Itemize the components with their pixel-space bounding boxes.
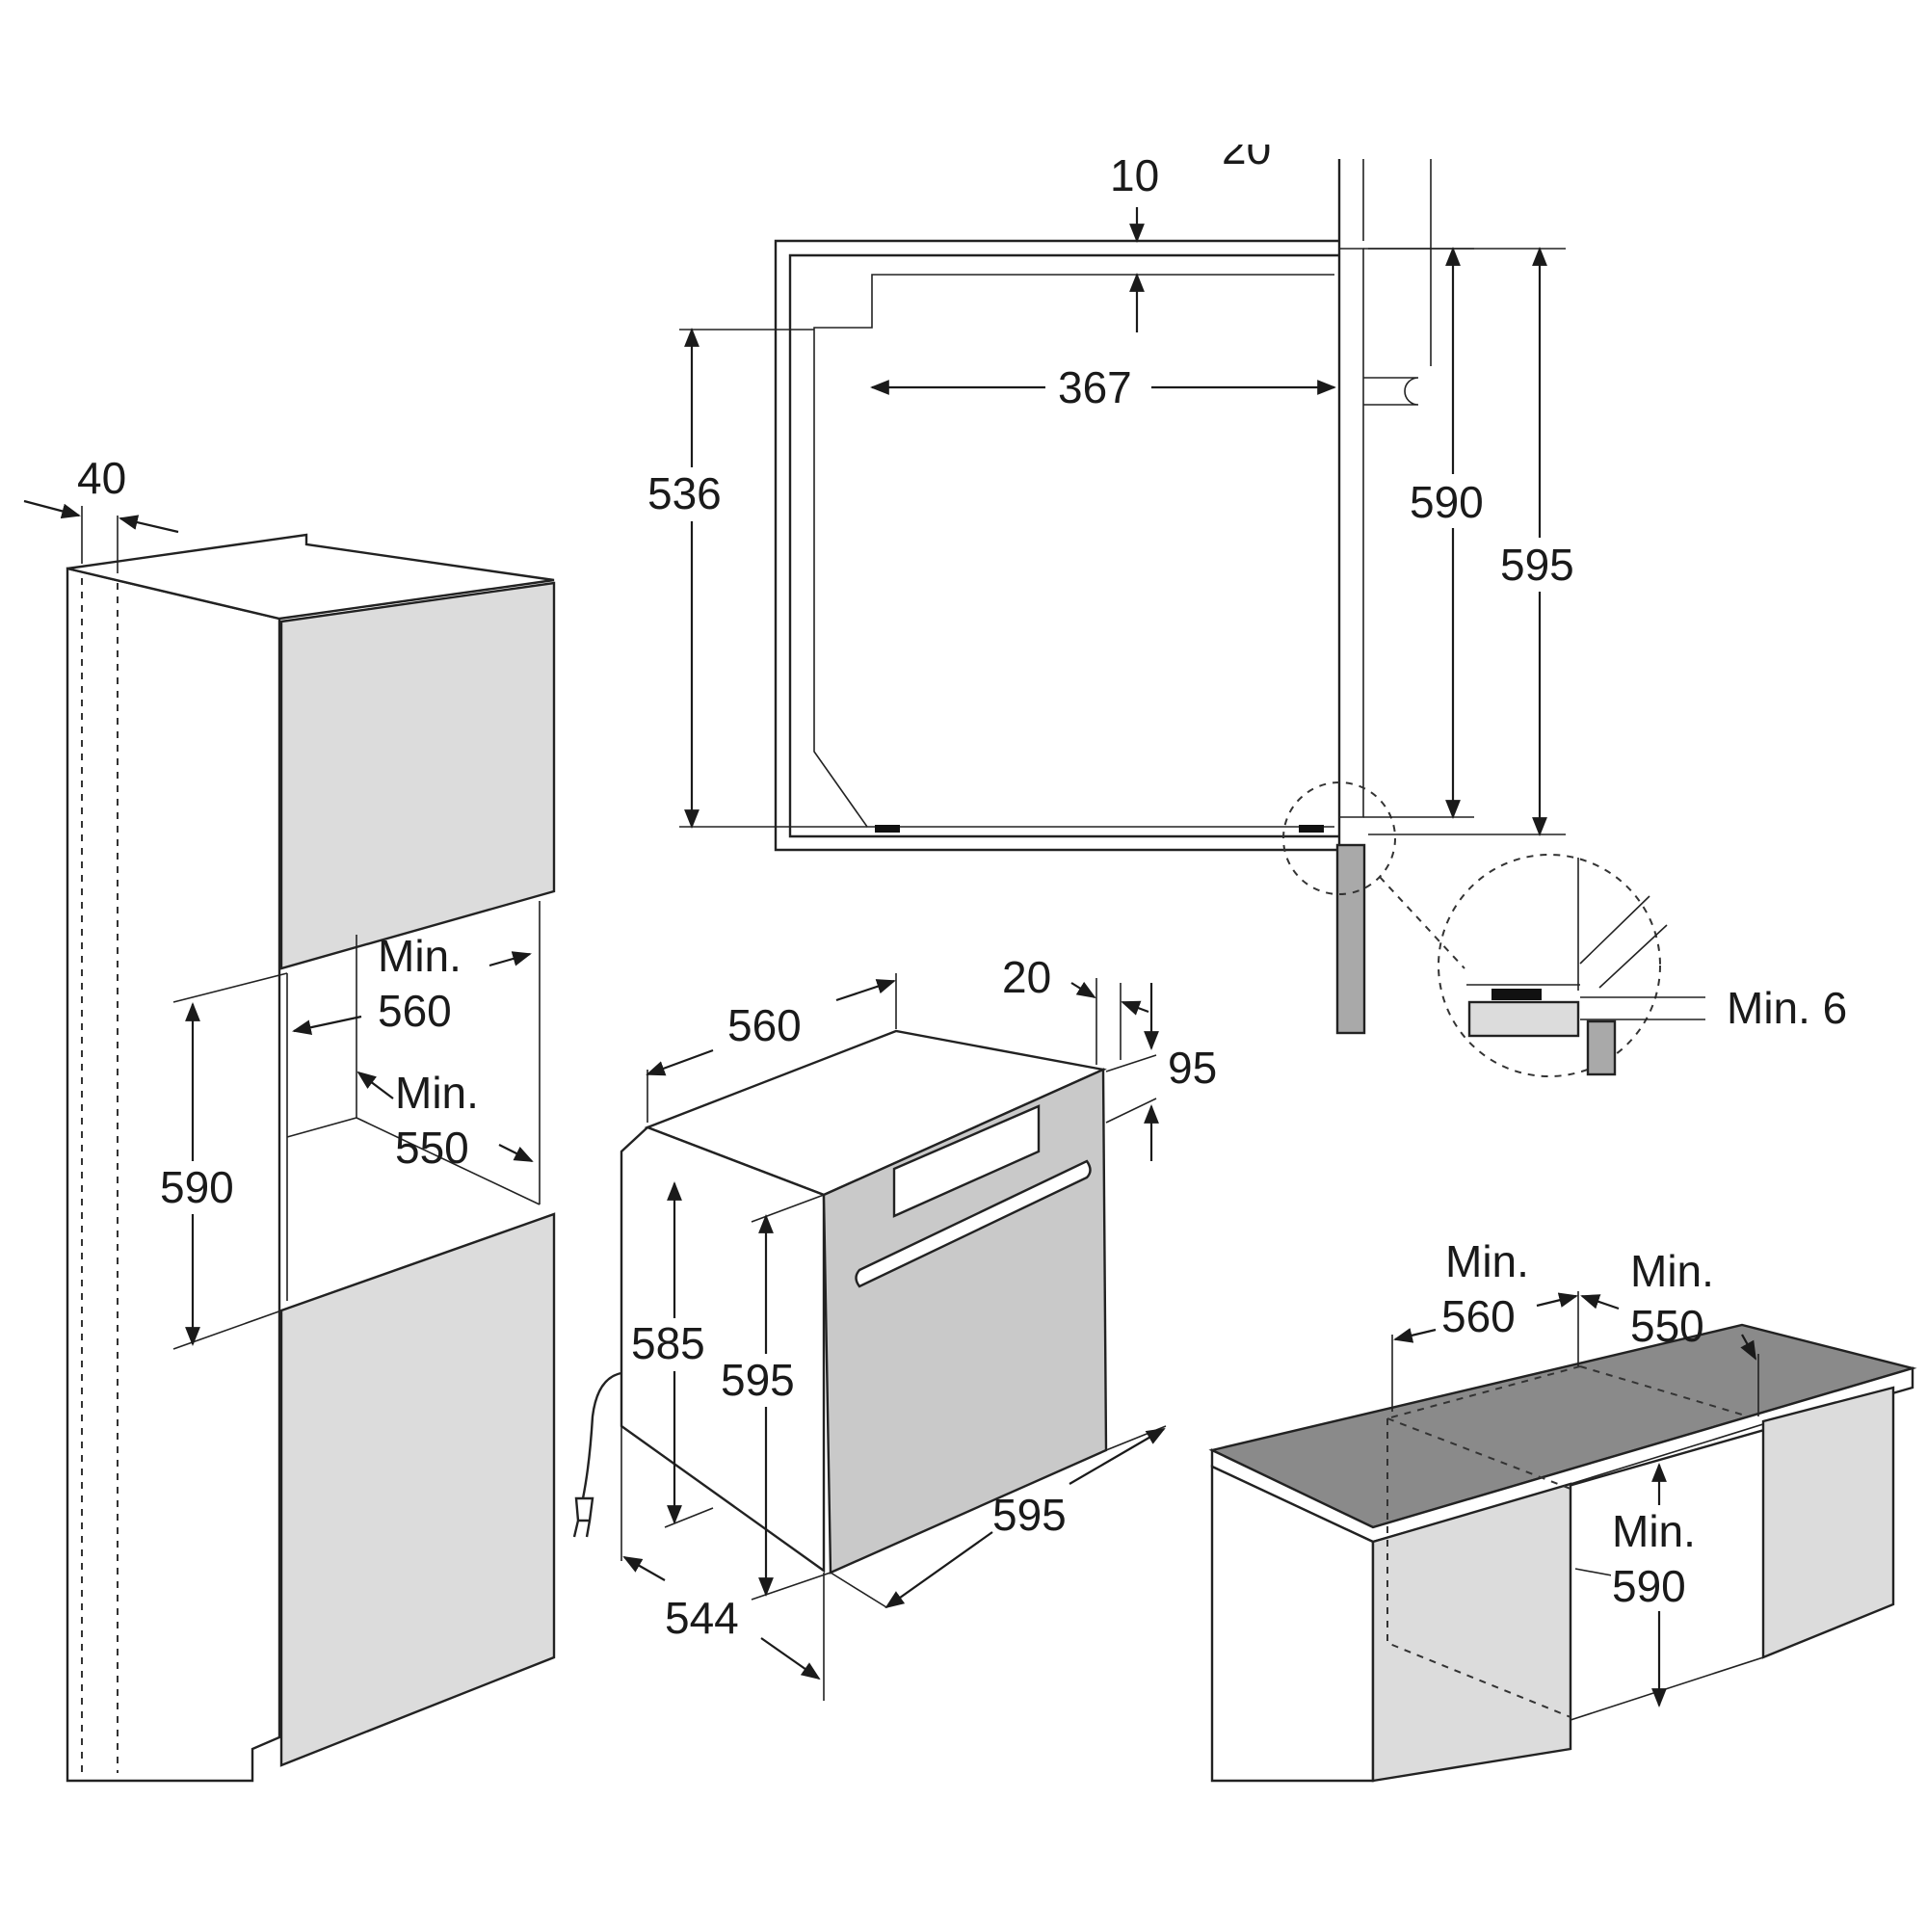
dim-side-width: 40 [77,453,126,503]
dim-inner-width: 367 [1058,362,1132,412]
body-height-value: 585 [631,1318,705,1368]
dim-outer-height: 595 [1500,540,1574,590]
upper-door [279,581,556,970]
dim-top-cut: 20 [1222,123,1271,173]
cabinet-inner-frame [788,253,1339,838]
oven-body-outline [813,274,1334,828]
dim-inner-height: 590 [1410,477,1484,527]
detail-marker-circle [1282,781,1396,895]
tall-cabinet-view: 40 Min. 560 Min. 550 590 [23,453,556,1783]
tall-cabinet-top [66,533,555,621]
power-plug [572,1496,594,1538]
side-section-view: 10 20 367 536 590 595 [646,123,1597,1035]
tall-width-value: 560 [378,986,452,1036]
tall-depth-min-label: Min. [395,1068,479,1118]
tall-width-min-label: Min. [378,931,462,981]
tall-height-value: 590 [160,1162,234,1212]
dim-left-height: 536 [647,468,722,518]
lower-door [279,1212,556,1767]
counter-installation-view: Min. 560 Min. 550 Min. 590 [1208,1236,1917,1783]
lower-door-panel [1335,843,1366,1035]
counter-depth-value: 550 [1630,1301,1704,1351]
oven-display-window [892,1104,1041,1218]
counter-niche [1570,1422,1764,1749]
oven-foot-left [875,825,900,833]
front-height-value: 595 [721,1355,795,1405]
counter-width-min-label: Min. [1445,1236,1529,1286]
front-width-value: 595 [992,1490,1067,1540]
dim-top-gap: 10 [1110,150,1159,200]
panel-height-value: 95 [1168,1043,1217,1093]
oven-foot-right [1299,825,1324,833]
tall-depth-value: 550 [395,1123,469,1173]
oven-iso-view: 560 20 95 585 595 595 544 [572,952,1217,1701]
door-back-edge [1339,248,1364,818]
body-depth-value: 544 [665,1593,739,1643]
door-top-lines [1362,159,1432,366]
oven-handle [855,1159,1092,1288]
counter-depth-min-label: Min. [1630,1246,1714,1296]
front-offset-value: 20 [1002,952,1051,1002]
power-cable [581,1371,622,1499]
oven-width-value: 560 [727,1000,802,1050]
counter-right-door [1761,1386,1895,1659]
counter-height-value: 590 [1612,1561,1686,1611]
cabinet-outer-frame [774,239,1339,852]
counter-height-min-label: Min. [1612,1506,1696,1556]
detail-zoom-view: Min. 6 [1438,854,1847,1077]
detail-min-gap: Min. 6 [1727,983,1847,1033]
counter-width-value: 560 [1441,1291,1516,1341]
door-handle-profile [1363,377,1419,406]
